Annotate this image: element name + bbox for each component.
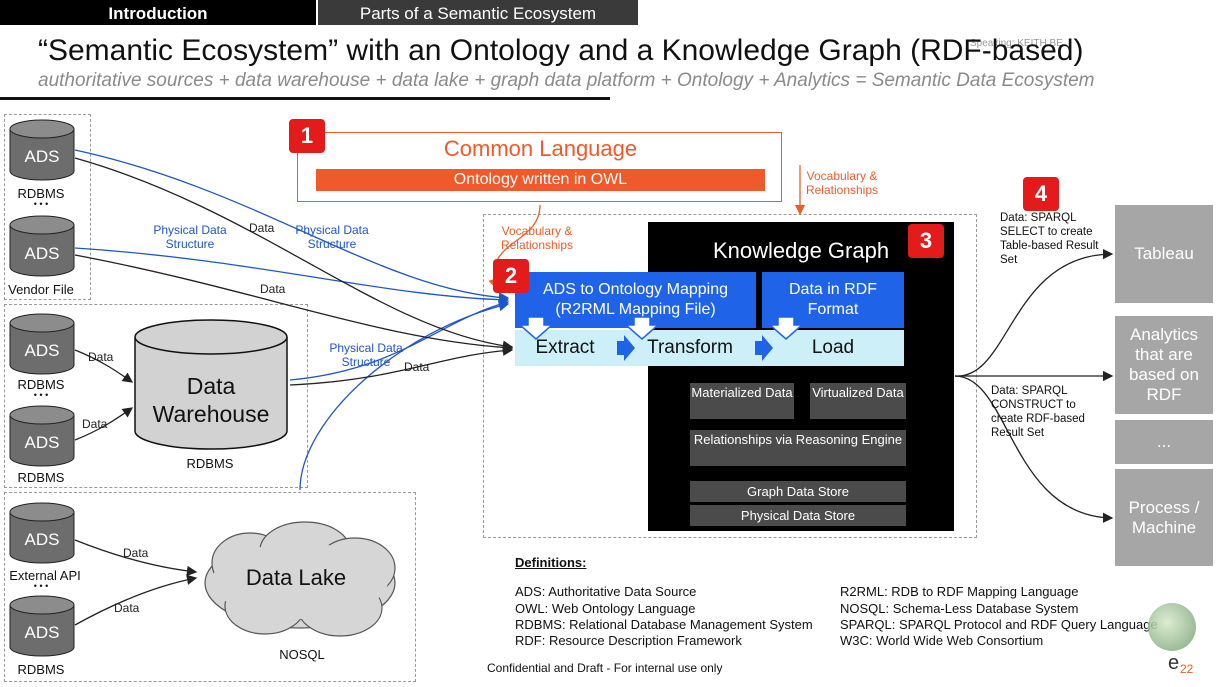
virtualized-data-box: Virtualized Data: [810, 383, 906, 419]
definition-item: W3C: World Wide Web Consortium: [840, 633, 1044, 648]
analytics-label: Analytics that are based on RDF: [1129, 325, 1199, 404]
ads-label: ADS: [24, 623, 60, 642]
tab-introduction[interactable]: Introduction: [0, 0, 316, 25]
rdbms-label: RDBMS: [17, 186, 65, 201]
edge-label-data: Data: [123, 546, 149, 560]
data-lake-cloud: [204, 521, 396, 637]
select-note: Data: SPARQL SELECT to create Table-base…: [1000, 212, 1099, 266]
ads-label: ADS: [24, 147, 60, 166]
lake-group: [4, 492, 416, 682]
definition-item: OWL: Web Ontology Language: [515, 601, 696, 616]
reasoning-engine-box: Relationships via Reasoning Engine: [690, 430, 906, 466]
nosql-label: NOSQL: [279, 647, 325, 662]
ads-cylinder-3: [9, 313, 75, 375]
logo-letter: e: [1168, 652, 1180, 674]
edge-label-data: Data: [260, 282, 286, 296]
rdf-format-box: Data in RDF Format: [762, 272, 904, 328]
ads-sources-group: [4, 114, 91, 300]
common-language-title: Common Language: [443, 136, 638, 161]
ads-label: ADS: [24, 244, 60, 263]
etl-arrows: [518, 316, 804, 361]
edge-label-data: Data: [82, 417, 108, 431]
tableau-box: Tableau: [1115, 205, 1213, 303]
vendor-file-label: Vendor File: [8, 282, 74, 297]
graph-data-store-box: Graph Data Store: [690, 481, 906, 502]
tab-parts-semantic-ecosystem[interactable]: Parts of a Semantic Ecosystem: [318, 0, 638, 25]
data-lake-label: Data Lake: [245, 565, 347, 590]
definition-item: RDF: Resource Description Framework: [515, 633, 742, 648]
ads-cylinder-6: [9, 595, 75, 657]
transform-label: Transform: [647, 337, 733, 358]
edge-label-data: Data: [88, 350, 114, 364]
ellipsis: • • •: [33, 581, 49, 591]
mapping-box: ADS to Ontology Mapping (R2RML Mapping F…: [515, 272, 756, 328]
rdbms-label: RDBMS: [17, 662, 65, 677]
step-badge-1: 1: [289, 119, 325, 153]
extract-label: Extract: [535, 337, 595, 358]
process-machine-label: Process / Machine: [1128, 497, 1200, 537]
edge-label-data: Data: [404, 360, 430, 374]
definitions-heading: Definitions:: [515, 555, 587, 570]
rdbms-label: RDBMS: [17, 470, 65, 485]
title-underline: [0, 97, 610, 100]
construct-note: Data: SPARQL CONSTRUCT to create RDF-bas…: [991, 385, 1085, 439]
analytics-box: Analytics that are based on RDF: [1115, 316, 1213, 414]
edge-label-physical-structure: Physical Data Structure: [295, 223, 369, 251]
definition-item: R2RML: RDB to RDF Mapping Language: [840, 584, 1079, 599]
ads-cylinder-1: [9, 119, 75, 181]
materialized-data-box: Materialized Data: [690, 383, 794, 419]
edge-label-physical-structure: Physical Data Structure: [329, 341, 403, 369]
page-number: 22: [1180, 662, 1194, 676]
warehouse-group: [4, 304, 308, 488]
step-badge-2: 2: [493, 259, 529, 293]
external-api-label: External API: [9, 568, 81, 583]
definition-item: ADS: Authoritative Data Source: [515, 584, 697, 599]
edge-label-data: Data: [114, 601, 140, 615]
ads-cylinder-4: [9, 405, 75, 467]
ontology-owl-bar: Ontology written in OWL: [316, 169, 765, 191]
ads-label: ADS: [24, 341, 60, 360]
footer-confidential: Confidential and Draft - For internal us…: [487, 661, 723, 675]
ellipsis: • • •: [33, 199, 49, 209]
ads-cylinder-5: [9, 502, 75, 564]
edge-label-vocab: Vocabulary & Relationships: [500, 224, 574, 252]
physical-data-store-box: Physical Data Store: [690, 505, 906, 526]
edge-label-data: Data: [249, 221, 275, 235]
edge-label-vocab: Vocabulary & Relationships: [805, 169, 879, 197]
ads-label: ADS: [24, 433, 60, 452]
data-warehouse-cylinder: [134, 319, 288, 450]
knowledge-graph-title: Knowledge Graph: [712, 238, 890, 263]
definition-item: SPARQL: SPARQL Protocol and RDF Query La…: [840, 617, 1158, 632]
warehouse-rdbms-label: RDBMS: [186, 456, 234, 471]
step-badge-3: 3: [908, 224, 944, 258]
process-machine-box: Process / Machine: [1115, 469, 1213, 566]
ads-label: ADS: [24, 530, 60, 549]
step-badge-4: 4: [1023, 177, 1059, 211]
rdbms-label: RDBMS: [17, 377, 65, 392]
tableau-label: Tableau: [1134, 244, 1194, 263]
more-outputs-label: ...: [1156, 432, 1172, 451]
slide-title: “Semantic Ecosystem” with an Ontology an…: [38, 34, 1084, 67]
load-label: Load: [811, 337, 855, 358]
slide-subtitle: authoritative sources + data warehouse +…: [38, 70, 1095, 91]
etl-strip: [515, 330, 904, 366]
more-outputs-box: ...: [1115, 420, 1213, 464]
ads-cylinder-2: [9, 215, 75, 277]
ellipsis: • • •: [33, 390, 49, 400]
edge-label-physical-structure: Physical Data Structure: [153, 223, 227, 251]
data-warehouse-label: Data Warehouse: [152, 373, 270, 427]
logo-icon: [1148, 603, 1196, 651]
definition-item: NOSQL: Schema-Less Database System: [840, 601, 1079, 616]
speaker-indicator: Speaking: KEITH BE: [970, 38, 1063, 49]
definition-item: RDBMS: Relational Database Management Sy…: [515, 617, 813, 632]
